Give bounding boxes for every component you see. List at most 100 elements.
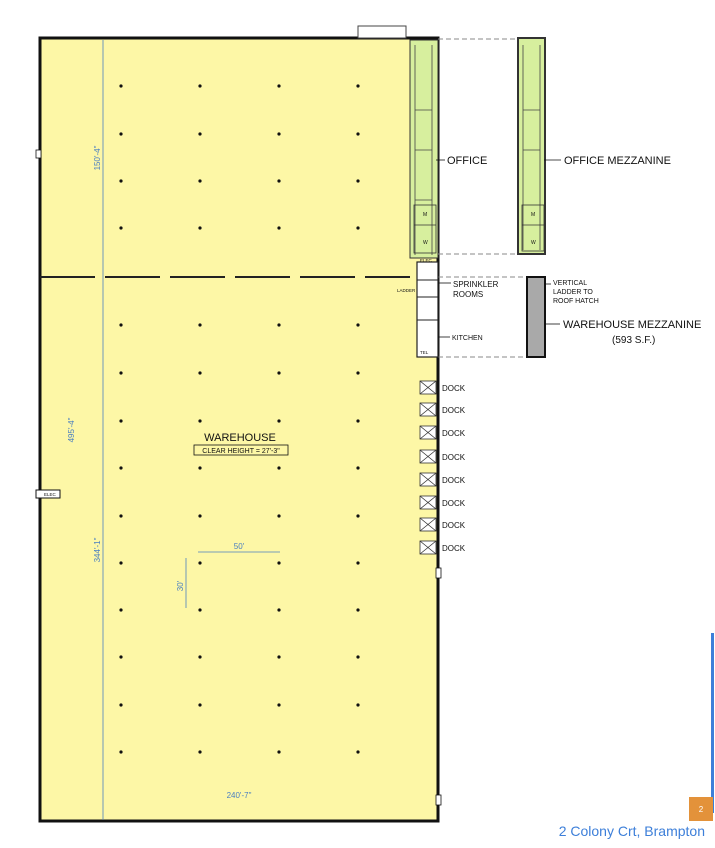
warehouse-label: WAREHOUSE (204, 432, 276, 444)
sprinkler-label-2: ROOMS (453, 290, 483, 299)
column-marker (356, 179, 360, 183)
dimension-lower-depth: 344'-1" (93, 537, 102, 562)
dock-door: DOCK (419, 449, 466, 464)
dock-label: DOCK (442, 544, 466, 553)
elec-top-label: ELEC (420, 258, 433, 263)
column-marker (356, 226, 360, 230)
column-marker (356, 750, 360, 754)
vertical-ladder-label-2: LADDER TO (553, 289, 593, 296)
column-marker (198, 371, 202, 375)
dimension-bay-width: 50' (234, 542, 245, 551)
office-label: OFFICE (447, 155, 487, 167)
column-marker (119, 323, 123, 327)
column-marker (277, 84, 281, 88)
sprinkler-label-1: SPRINKLER (453, 280, 499, 289)
column-marker (198, 84, 202, 88)
dimension-bay-depth: 30' (176, 580, 185, 591)
dimension-upper-depth: 150'-4" (93, 145, 102, 170)
room-w2-label: W (531, 240, 536, 246)
page-number-badge: 2 (689, 797, 713, 821)
column-marker (277, 514, 281, 518)
column-marker (277, 371, 281, 375)
column-marker (119, 226, 123, 230)
column-marker (119, 179, 123, 183)
office-mezzanine-area (517, 37, 546, 255)
column-marker (356, 371, 360, 375)
column-marker (119, 655, 123, 659)
property-address: 2 Colony Crt, Brampton (558, 823, 705, 839)
column-marker (356, 703, 360, 707)
dock-door: DOCK (419, 380, 466, 395)
column-marker (119, 84, 123, 88)
column-marker (119, 466, 123, 470)
column-marker (277, 179, 281, 183)
column-marker (356, 323, 360, 327)
dock-door: DOCK (419, 402, 466, 417)
column-marker (277, 226, 281, 230)
dimension-building-width: 240'-7" (227, 791, 252, 800)
column-marker (119, 750, 123, 754)
elec-left-label: ELEC (44, 492, 57, 497)
dock-door: DOCK (419, 495, 466, 510)
kitchen-label: KITCHEN (452, 335, 483, 342)
column-marker (356, 561, 360, 565)
column-marker (356, 608, 360, 612)
dock-label: DOCK (442, 476, 466, 485)
column-marker (277, 132, 281, 136)
column-marker (356, 132, 360, 136)
column-marker (198, 655, 202, 659)
column-marker (198, 226, 202, 230)
warehouse-mezzanine-area-label: (593 S.F.) (612, 335, 655, 346)
dock-label: DOCK (442, 406, 466, 415)
office-mezzanine-label: OFFICE MEZZANINE (564, 155, 671, 167)
footer-accent-bar (711, 633, 714, 813)
column-grid (119, 84, 360, 754)
tel-label: TEL (420, 350, 429, 355)
column-marker (198, 466, 202, 470)
column-marker (198, 419, 202, 423)
room-w-label: W (423, 240, 428, 246)
column-marker (277, 323, 281, 327)
vertical-ladder-label-3: ROOF HATCH (553, 298, 599, 305)
column-marker (277, 419, 281, 423)
column-marker (198, 561, 202, 565)
warehouse-area (38, 36, 440, 823)
column-marker (277, 655, 281, 659)
column-marker (198, 703, 202, 707)
room-m2-label: M (531, 212, 535, 218)
column-marker (356, 514, 360, 518)
column-marker (119, 419, 123, 423)
column-marker (119, 514, 123, 518)
ladder-label: LADDER (397, 288, 416, 293)
dock-label: DOCK (442, 429, 466, 438)
vertical-ladder-label-1: VERTICAL (553, 280, 587, 287)
warehouse-mezzanine-area (526, 276, 546, 358)
column-marker (277, 466, 281, 470)
column-marker (119, 561, 123, 565)
column-marker (277, 750, 281, 754)
clear-height-label: CLEAR HEIGHT = 27'-3" (202, 448, 280, 455)
dimension-total-depth: 495'-4" (67, 417, 76, 442)
column-marker (198, 179, 202, 183)
warehouse-mezzanine-label: WAREHOUSE MEZZANINE (563, 319, 701, 331)
column-marker (356, 419, 360, 423)
column-marker (198, 132, 202, 136)
dock-label: DOCK (442, 521, 466, 530)
column-marker (119, 703, 123, 707)
column-marker (277, 561, 281, 565)
column-marker (356, 655, 360, 659)
column-marker (198, 750, 202, 754)
dock-door: DOCK (419, 425, 466, 440)
dock-label: DOCK (442, 453, 466, 462)
column-marker (119, 608, 123, 612)
column-marker (277, 703, 281, 707)
dock-door: DOCK (419, 517, 466, 532)
dock-door: DOCK (419, 540, 466, 555)
dock-label: DOCK (442, 499, 466, 508)
column-marker (356, 84, 360, 88)
column-marker (198, 608, 202, 612)
column-marker (356, 466, 360, 470)
column-marker (119, 371, 123, 375)
column-marker (119, 132, 123, 136)
